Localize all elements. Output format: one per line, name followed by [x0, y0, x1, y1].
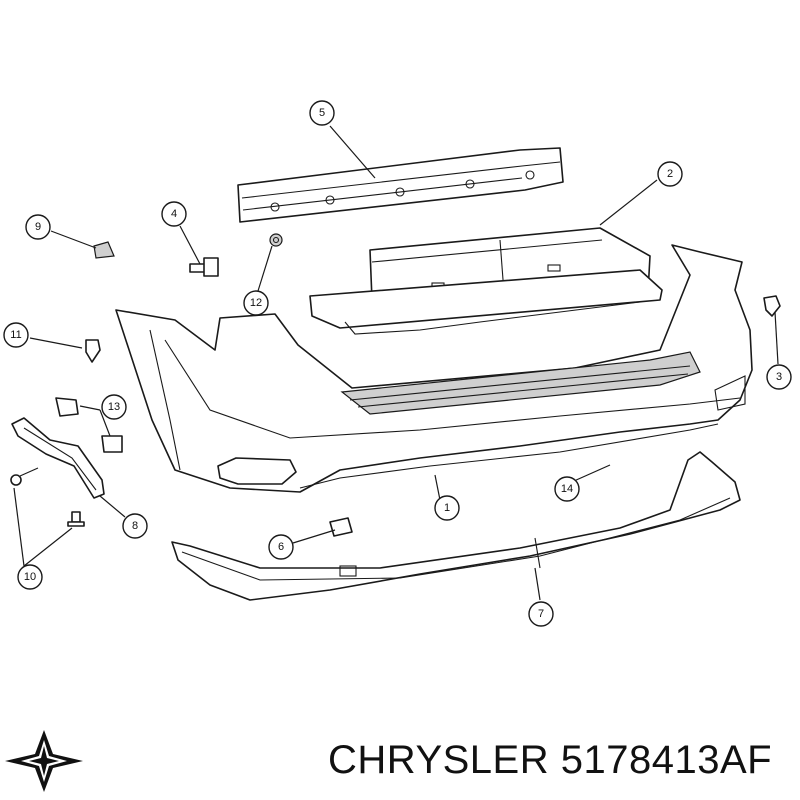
lower-support-shield	[309, 269, 663, 335]
svg-text:8: 8	[132, 520, 138, 532]
chrysler-pentastar-icon	[5, 730, 83, 792]
screw-4	[189, 257, 219, 277]
push-pin-11	[85, 339, 101, 363]
brand-part-number-label: CHRYSLER 5178413AF	[328, 738, 773, 782]
callout-11: 11	[3, 322, 29, 348]
callout-14: 14	[554, 476, 580, 502]
svg-text:2: 2	[667, 168, 673, 180]
reinforcement-beam	[237, 147, 564, 223]
nut-12	[269, 233, 283, 247]
clip-9	[93, 241, 115, 259]
bumper-bracket	[11, 417, 105, 499]
callout-7: 7	[528, 601, 554, 627]
callout-9: 9	[25, 214, 51, 240]
callout-3: 3	[766, 364, 792, 390]
bumper-fascia	[115, 244, 753, 493]
svg-text:11: 11	[10, 329, 21, 341]
svg-text:13: 13	[108, 401, 120, 413]
callout-13: 13	[101, 394, 127, 420]
screw-10b	[67, 511, 85, 527]
nut-clip-13a	[55, 397, 79, 417]
svg-text:7: 7	[538, 608, 544, 620]
svg-text:3: 3	[776, 371, 782, 383]
svg-text:9: 9	[35, 221, 41, 233]
callout-10: 10	[17, 564, 43, 590]
tow-hook-cover	[329, 517, 353, 537]
svg-text:1: 1	[444, 502, 450, 514]
callout-5: 5	[309, 100, 335, 126]
svg-text:10: 10	[24, 571, 36, 583]
push-pin-3	[763, 295, 781, 317]
callout-8: 8	[122, 513, 148, 539]
callout-12: 12	[243, 290, 269, 316]
nut-clip-13b	[101, 435, 123, 453]
callout-4: 4	[161, 201, 187, 227]
callout-2: 2	[657, 161, 683, 187]
lower-valance	[171, 451, 741, 601]
callout-6: 6	[268, 534, 294, 560]
svg-text:14: 14	[561, 483, 573, 495]
svg-text:6: 6	[278, 541, 284, 553]
svg-text:4: 4	[171, 208, 177, 220]
svg-text:12: 12	[250, 297, 262, 309]
screw-10a	[10, 467, 39, 486]
svg-text:5: 5	[319, 107, 325, 119]
callout-1: 1	[434, 495, 460, 521]
